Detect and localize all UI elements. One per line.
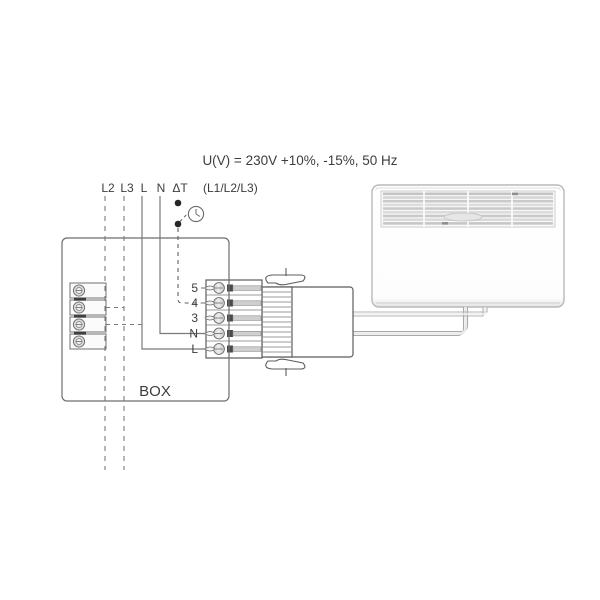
voltage-note: U(V) = 230V +10%, -15%, 50 Hz (202, 153, 397, 168)
conductor-l (141, 196, 205, 350)
screw-terminal-3 (69, 316, 107, 333)
box-label: BOX (139, 383, 171, 400)
clock-timer-symbol (187, 205, 205, 223)
junction-box-outline (61, 237, 230, 402)
terminal-strip (204, 279, 263, 359)
convector-heater (371, 184, 565, 308)
ribbed-plug-connector (261, 268, 306, 376)
label-l2: L2 (101, 181, 115, 195)
terminal-row-n (204, 327, 262, 340)
terminal-row-4 (204, 297, 262, 309)
terminal-label-leads (201, 287, 206, 350)
terminal-row-5 (204, 282, 262, 294)
label-terminal-3: 3 (191, 311, 198, 325)
label-n: N (157, 181, 166, 195)
switch-contact-upper (174, 199, 182, 207)
terminal-link-bars (74, 297, 86, 335)
plug-ribs (263, 291, 291, 353)
label-terminal-l: L (191, 342, 198, 356)
heater-indicator-left (442, 222, 448, 225)
label-phase-note: (L1/L2/L3) (203, 181, 258, 195)
switch-contact-lower (174, 220, 182, 228)
heater-indicator-right (512, 192, 518, 196)
terminal-row-3 (204, 312, 262, 324)
screw-terminal-4 (69, 333, 107, 350)
screw-terminal-block (69, 282, 107, 350)
plug-clip-bottom (265, 358, 306, 370)
supply-cable (352, 307, 488, 337)
heater-center-badge (443, 212, 483, 222)
conductor-delta-t (177, 228, 205, 304)
label-terminal-n: N (189, 327, 198, 341)
plug-clip-top (265, 274, 306, 286)
screw-terminal-2 (69, 299, 107, 316)
screw-terminal-1 (69, 282, 107, 299)
terminal-row-l (204, 343, 262, 355)
heater-top-lip (375, 187, 561, 191)
label-delta-t: ΔT (172, 181, 188, 195)
label-l3: L3 (120, 181, 134, 195)
conductor-n (159, 196, 205, 335)
label-terminal-5: 5 (191, 281, 198, 295)
label-terminal-4: 4 (191, 296, 198, 310)
label-l: L (141, 181, 148, 195)
timer-hands (195, 209, 201, 217)
contact-switch-symbol (174, 199, 193, 228)
